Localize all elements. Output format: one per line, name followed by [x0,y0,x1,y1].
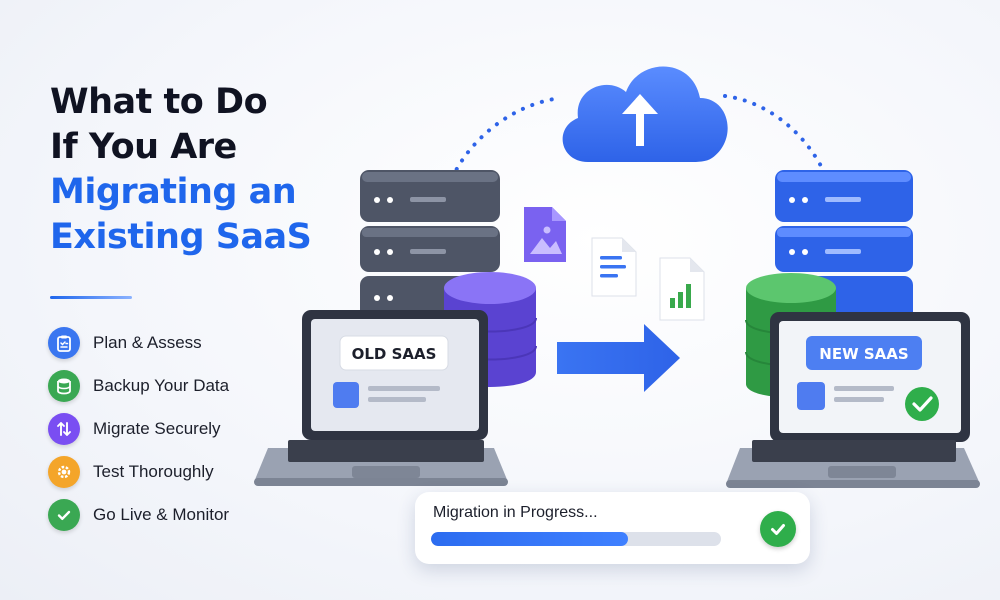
migration-progress-card: Migration in Progress... [415,492,810,564]
step-backup-label: Backup Your Data [93,375,230,395]
title-divider [50,296,132,299]
image-file-icon [524,207,566,262]
step-migrate: Migrate Securely [48,407,229,450]
cloud-upload-icon [562,66,728,162]
gear-icon [48,455,80,488]
step-test-label: Test Thoroughly [93,461,214,481]
headline: What to Do If You Are Migrating an Exist… [50,80,370,260]
old-saas-label: OLD SAAS [352,345,437,363]
step-backup: Backup Your Data [48,364,229,407]
progress-bar-fill [431,532,629,546]
clipboard-icon [48,326,80,359]
dotted-path-right [723,94,824,170]
laptop-check-icon [912,396,933,412]
spreadsheet-file-icon [659,257,705,321]
progress-label: Migration in Progress... [433,504,598,521]
headline-line-3: Migrating an [50,172,297,212]
step-go-live-label: Go Live & Monitor [93,504,230,524]
progress-bar [431,532,721,546]
transfer-arrows-icon [48,412,80,445]
dotted-path-left [450,96,562,180]
new-saas-label: NEW SAAS [819,345,908,363]
step-plan: Plan & Assess [48,321,229,364]
step-migrate-label: Migrate Securely [93,418,221,438]
headline-line-4: Existing SaaS [50,217,312,257]
new-saas-badge: NEW SAAS [806,336,922,370]
document-file-icon [591,237,637,297]
step-list: Plan & Assess Backup Your Data Migrate S… [48,321,229,536]
old-saas-badge: OLD SAAS [339,335,449,371]
step-go-live: Go Live & Monitor [48,493,229,536]
check-icon [48,498,80,531]
step-plan-label: Plan & Assess [93,332,202,352]
step-test: Test Thoroughly [48,450,229,493]
migration-arrow-icon [557,324,680,392]
database-icon [48,369,80,402]
headline-line-1: What to Do [50,82,268,122]
headline-line-2: If You Are [50,127,237,167]
success-check-icon [760,511,796,547]
